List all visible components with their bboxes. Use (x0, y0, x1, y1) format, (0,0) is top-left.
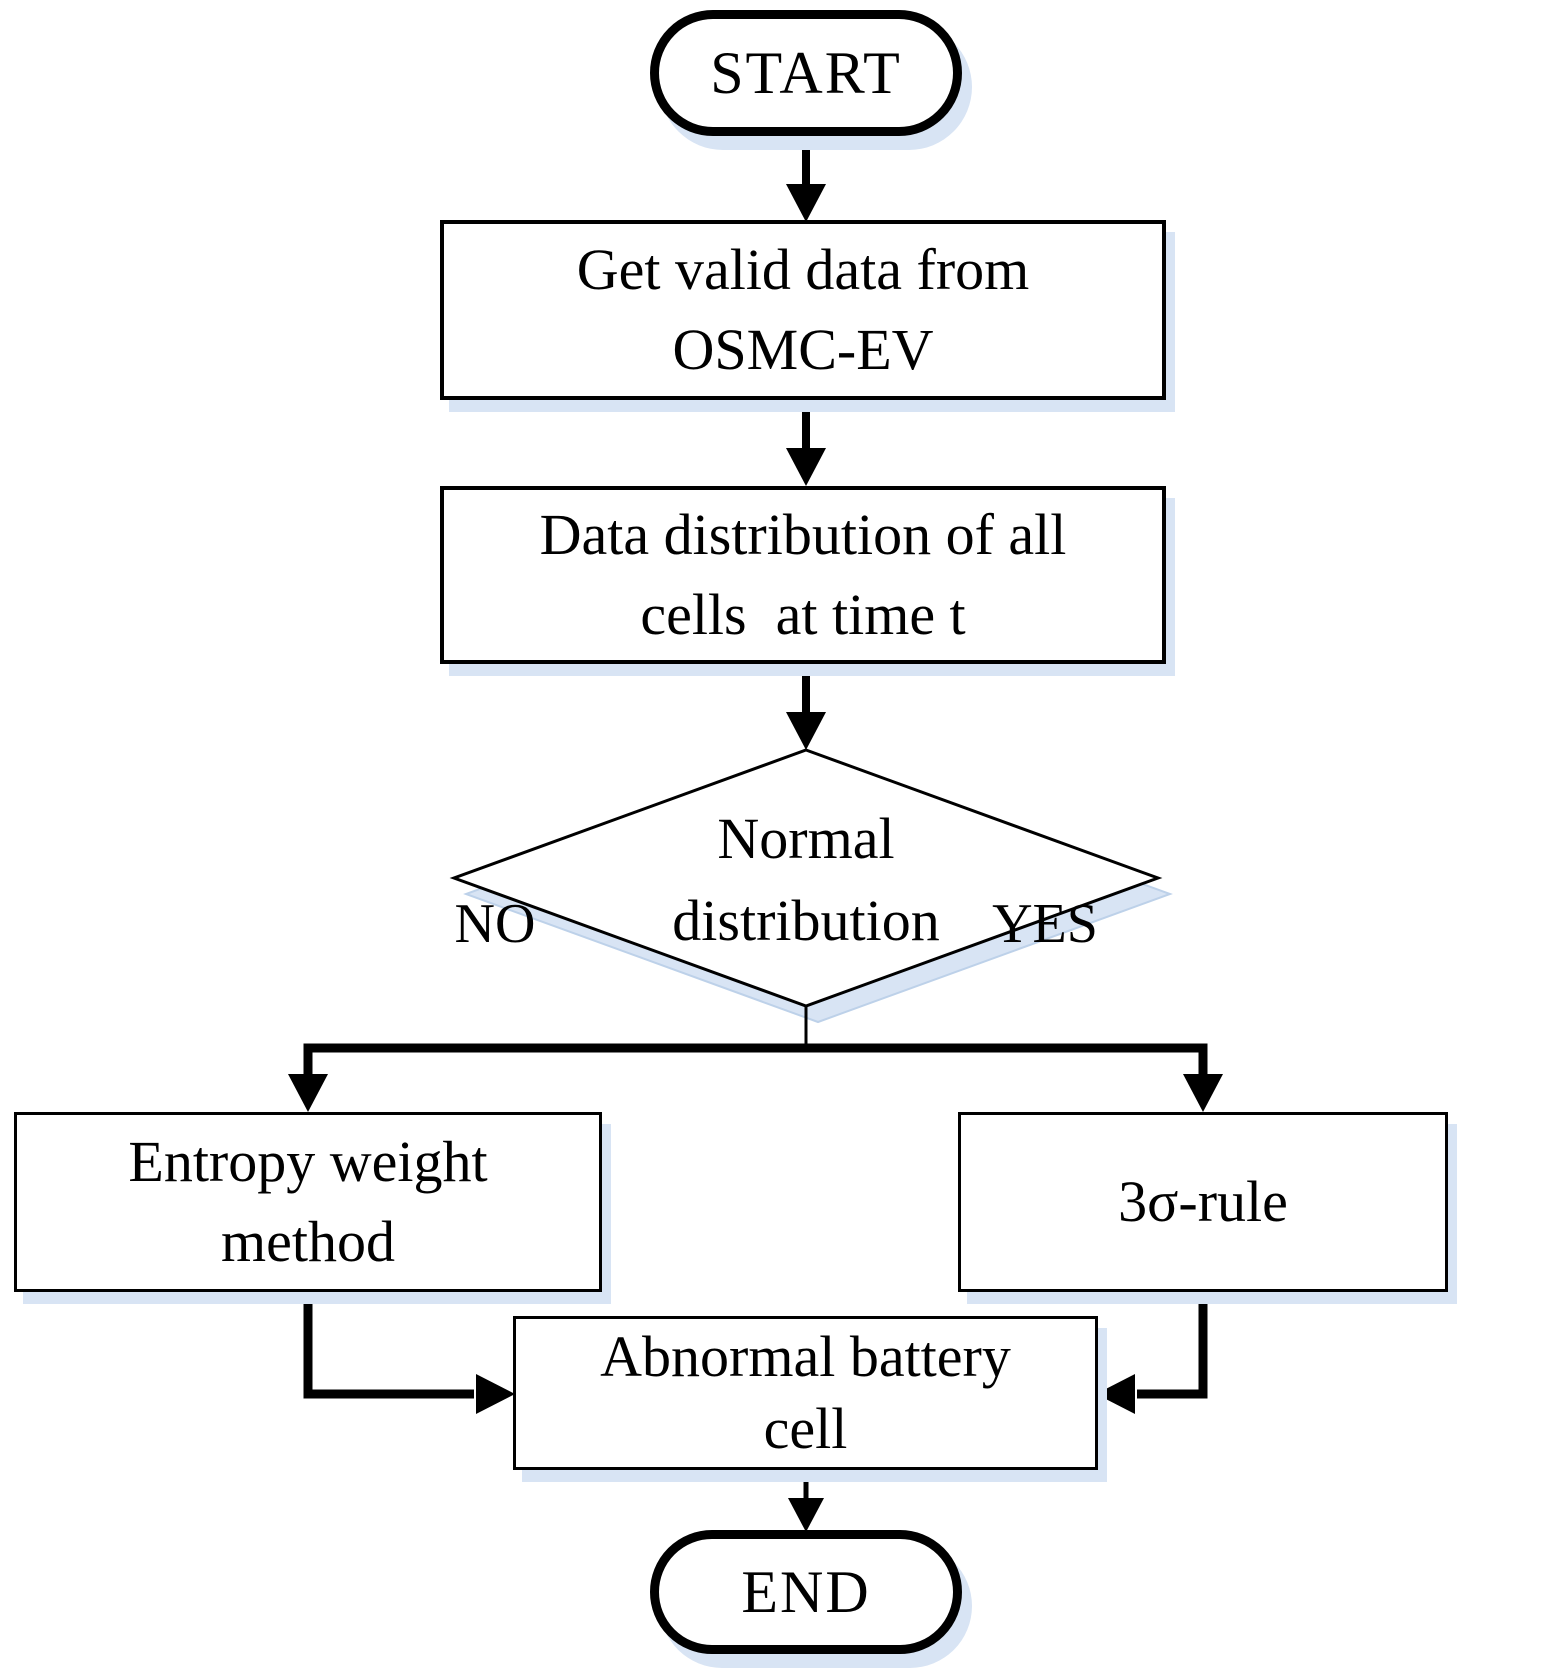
process-entropy-line1: Entropy weight (128, 1128, 488, 1194)
process-get-valid-data-line1: Get valid data from (576, 236, 1030, 302)
edge-decision-branch-bar (288, 1006, 1223, 1112)
decision-diamond-shape (449, 748, 1173, 1024)
process-entropy-weight-method: Entropy weight method (14, 1112, 602, 1292)
end-label: END (741, 1558, 871, 1625)
branch-label-yes: YES (992, 893, 1098, 955)
edge-getdata-to-distribution (786, 400, 826, 486)
edge-distribution-to-decision (786, 666, 826, 750)
edge-sigma-to-abnormal (1096, 1296, 1208, 1414)
process-data-distribution: Data distribution of all cells at time t (440, 486, 1166, 664)
process-sigma-rule: 3σ-rule (958, 1112, 1448, 1292)
edge-entropy-to-abnormal (303, 1296, 515, 1414)
decision-line2: distribution (672, 888, 940, 953)
branch-label-no: NO (454, 893, 536, 955)
edge-start-to-getdata (786, 138, 826, 222)
process-entropy-line2: method (221, 1209, 395, 1274)
process-abnormal-line1: Abnormal battery (600, 1324, 1011, 1390)
edge-abnormal-to-end (788, 1471, 824, 1532)
process-data-distribution-line2: cells at time t (640, 582, 966, 647)
start-label: START (710, 39, 902, 106)
process-get-valid-data-line2: OSMC-EV (672, 317, 934, 382)
start-terminator: START (650, 10, 962, 136)
process-get-valid-data: Get valid data from OSMC-EV (440, 220, 1166, 400)
process-abnormal-line2: cell (763, 1396, 848, 1461)
decision-line1: Normal (717, 805, 895, 871)
process-sigma-rule-label: 3σ-rule (1118, 1168, 1288, 1234)
process-abnormal-battery-cell: Abnormal battery cell (513, 1316, 1098, 1470)
process-data-distribution-line1: Data distribution of all (539, 501, 1067, 567)
decision-normal-distribution: Normal distribution (606, 792, 1006, 968)
end-terminator: END (650, 1530, 962, 1654)
